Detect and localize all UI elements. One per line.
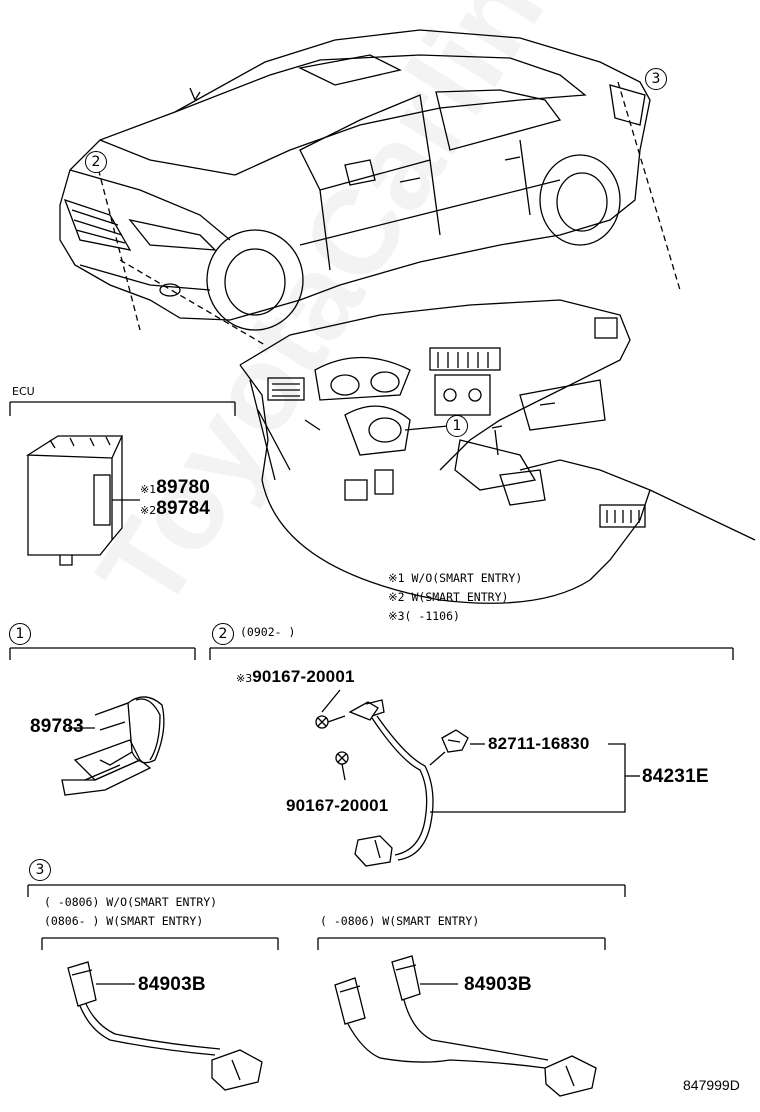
part-84903b-left: 84903B <box>138 974 206 995</box>
part-89783: 89783 <box>30 716 84 737</box>
diagram-id: 847999D <box>683 1077 740 1093</box>
section-number: 3 <box>35 862 45 878</box>
bolt-top-label: ※390167-20001 <box>236 668 355 685</box>
callout-number: 3 <box>651 71 661 87</box>
section-3-cond-a: ( -0806) W/O(SMART ENTRY) <box>44 895 218 909</box>
bolt-top-number: 90167-20001 <box>252 667 355 686</box>
callout-2-car: 2 <box>85 151 107 173</box>
ecu-part-number: 89780 <box>156 477 211 498</box>
clip-number: 82711-16830 <box>488 734 590 753</box>
note-1: ※1 W/O(SMART ENTRY) <box>388 571 523 585</box>
callout-3-car: 3 <box>645 68 667 90</box>
ecu-part-mark: ※2 <box>140 504 157 517</box>
part-84903b-right: 84903B <box>464 974 532 995</box>
callout-number: 2 <box>91 154 101 170</box>
bracket-89783-illustration <box>61 696 165 796</box>
harness-84903b-left-illustration <box>67 961 263 1091</box>
harness-84903b-right-illustration <box>334 955 597 1097</box>
callout-1-dash: 1 <box>446 415 468 437</box>
note-2: ※2 W(SMART ENTRY) <box>388 590 509 604</box>
section-2-range: (0902- ) <box>240 625 296 639</box>
dashboard-illustration <box>239 299 756 604</box>
ecu-part-number: 89784 <box>156 498 211 519</box>
section-2-marker: 2 <box>212 623 234 645</box>
section-3-marker: 3 <box>29 859 51 881</box>
section-headers <box>9 647 734 950</box>
section-1-marker: 1 <box>9 623 31 645</box>
harness-84231e-illustration <box>315 689 640 867</box>
section-3-cond-c: ( -0806) W(SMART ENTRY) <box>320 914 480 928</box>
ecu-part-row-2: ※289784 <box>140 499 210 518</box>
section-number: 1 <box>15 626 25 642</box>
ecu-illustration <box>9 401 236 566</box>
section-3-cond-b: (0806- ) W(SMART ENTRY) <box>44 914 204 928</box>
ecu-part-row-1: ※189780 <box>140 478 210 497</box>
car-illustration <box>59 29 681 346</box>
note-3: ※3( -1106) <box>388 609 460 623</box>
ecu-header: ECU <box>12 385 35 398</box>
bolt-bottom-number: 90167-20001 <box>286 796 389 815</box>
assembly-84231e: 84231E <box>642 766 709 787</box>
ecu-part-mark: ※1 <box>140 483 157 496</box>
section-number: 2 <box>218 626 228 642</box>
bolt-top-mark: ※3 <box>236 672 253 685</box>
callout-number: 1 <box>452 418 462 434</box>
